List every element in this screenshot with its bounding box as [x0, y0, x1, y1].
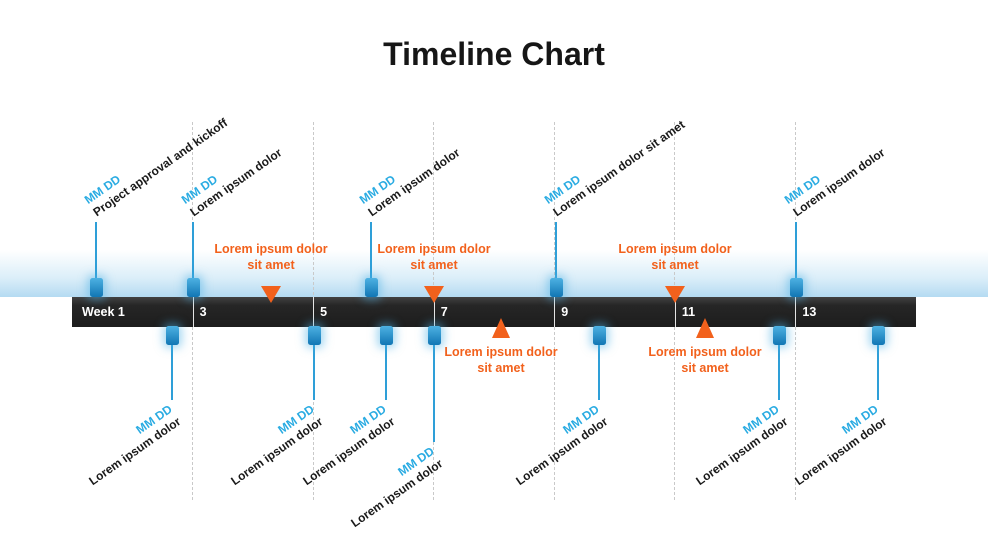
- timeline-glow-band: [0, 250, 988, 297]
- milestone-stem: [385, 345, 387, 400]
- milestone-stem: [370, 222, 372, 280]
- callout-line-1: Lorem ipsum dolor: [377, 242, 491, 256]
- callout-line-2: sit amet: [651, 257, 699, 272]
- milestone-marker: [772, 326, 786, 345]
- bar-tick: [433, 297, 435, 327]
- milestone-stem: [555, 222, 557, 280]
- milestone-stem: [598, 345, 600, 400]
- bar-tick: [313, 297, 315, 327]
- milestone-date: MM DD: [541, 172, 584, 207]
- bar-tick: [795, 297, 797, 327]
- callout-line-2: sit amet: [477, 360, 525, 375]
- bar-segment-label: 11: [681, 305, 696, 319]
- callout-line-1: Lorem ipsum dolor: [618, 242, 732, 256]
- triangle-up-icon: [696, 318, 714, 338]
- milestone-marker: [379, 326, 393, 345]
- milestone-text: Lorem ipsum dolor sit amet: [550, 117, 688, 220]
- milestone-stem: [171, 345, 173, 400]
- milestone-stem: [433, 345, 435, 442]
- callout-line-2: sit amet: [247, 257, 295, 272]
- triangle-up-icon: [492, 318, 510, 338]
- timeline-bar: Week 1 3 5 7 9 11 13: [72, 297, 916, 327]
- callout-line-1: Lorem ipsum dolor: [444, 345, 558, 359]
- milestone-stem: [778, 345, 780, 400]
- milestone-stem: [795, 222, 797, 280]
- bar-tick: [554, 297, 556, 327]
- milestone-marker: [307, 326, 321, 345]
- triangle-down-icon: [665, 286, 685, 303]
- milestone-marker: [871, 326, 885, 345]
- milestone-marker: [89, 278, 103, 297]
- milestone-stem: [192, 222, 194, 280]
- milestone-marker: [165, 326, 179, 345]
- bar-segment-label: 7: [440, 305, 448, 319]
- milestone-marker: [364, 278, 378, 297]
- triangle-down-icon: [261, 286, 281, 303]
- callout-line-1: Lorem ipsum dolor: [214, 242, 328, 256]
- milestone-marker: [186, 278, 200, 297]
- milestone-stem: [313, 345, 315, 400]
- milestone-stem: [95, 222, 97, 280]
- triangle-down-icon: [424, 286, 444, 303]
- bar-segment-label: 13: [802, 305, 817, 319]
- callout-line-2: sit amet: [681, 360, 729, 375]
- callout-line-1: Lorem ipsum dolor: [648, 345, 762, 359]
- milestone-marker: [549, 278, 563, 297]
- milestone-marker: [427, 326, 441, 345]
- callout-line-2: sit amet: [410, 257, 458, 272]
- bar-segment-label: 9: [561, 305, 569, 319]
- chart-title: Timeline Chart: [383, 36, 605, 72]
- milestone-marker: [592, 326, 606, 345]
- milestone-stem: [877, 345, 879, 400]
- bar-segment-label: 3: [199, 305, 207, 319]
- bar-tick: [192, 297, 194, 327]
- bar-segment-label: Week 1: [82, 305, 125, 319]
- bar-tick: [674, 297, 676, 327]
- milestone-marker: [789, 278, 803, 297]
- bar-segment-label: 5: [320, 305, 328, 319]
